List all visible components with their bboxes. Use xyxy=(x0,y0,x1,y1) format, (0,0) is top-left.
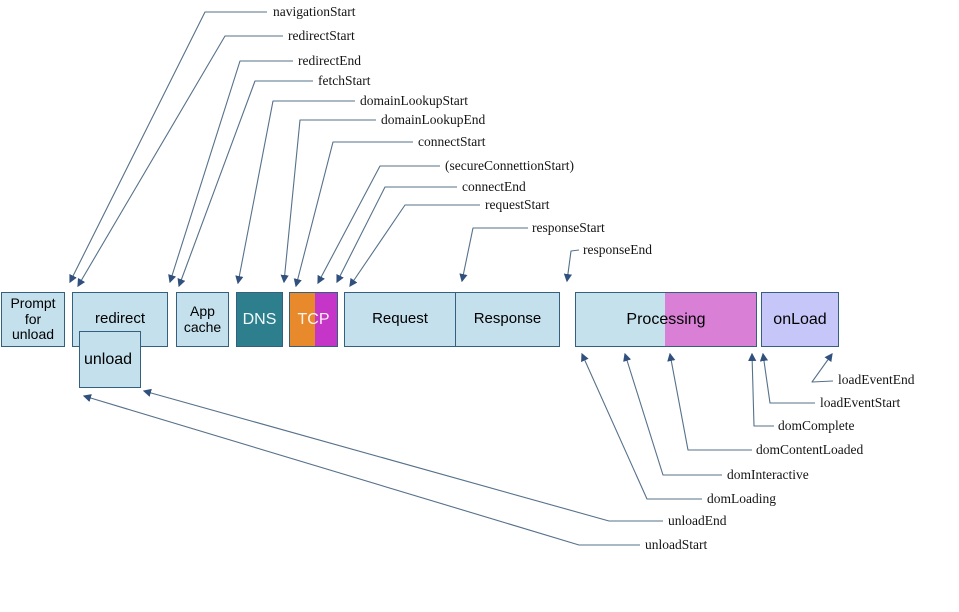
event-label-unloadEnd: unloadEnd xyxy=(668,513,727,528)
connector-domComplete xyxy=(748,352,774,427)
phase-label-request: Request xyxy=(372,310,428,328)
event-label-connectStart: connectStart xyxy=(418,134,486,149)
prompt-line-2: for xyxy=(24,310,42,327)
phase-box-prompt-for-unload: Prompt for unload xyxy=(1,292,65,347)
phase-box-app-cache: App cache xyxy=(176,292,229,347)
phase-box-processing: Processing xyxy=(575,292,757,347)
phase-label-unload: unload xyxy=(84,350,133,368)
event-label-redirectEnd: redirectEnd xyxy=(298,53,361,68)
event-label-responseStart: responseStart xyxy=(532,220,605,235)
event-label-unloadStart: unloadStart xyxy=(645,537,708,552)
connector-loadEventEnd xyxy=(811,352,834,383)
phase-box-request-response: Request Response xyxy=(344,292,560,347)
event-label-domainLookupStart: domainLookupStart xyxy=(360,93,468,108)
connector-navigationStart xyxy=(69,11,267,284)
prompt-line-1: Prompt xyxy=(10,294,56,311)
connector-responseStart xyxy=(459,227,528,283)
event-label-secureConnectionStart: (secureConnettionStart) xyxy=(445,158,574,173)
event-label-responseEnd: responseEnd xyxy=(583,242,652,257)
connector-requestStart xyxy=(349,204,480,288)
event-label-loadEventStart: loadEventStart xyxy=(820,395,901,410)
event-label-requestStart: requestStart xyxy=(485,197,550,212)
event-label-fetchStart: fetchStart xyxy=(318,73,371,88)
connector-redirectEnd xyxy=(168,60,293,284)
connector-fetchStart xyxy=(177,80,313,288)
prompt-line-3: unload xyxy=(11,326,55,343)
connector-secureConnectionStart xyxy=(317,165,440,285)
phase-box-dns: DNS xyxy=(236,292,283,347)
phase-box-request: Request xyxy=(345,293,455,346)
phase-box-unload: unload xyxy=(79,331,141,388)
event-label-domainLookupEnd: domainLookupEnd xyxy=(381,112,486,127)
connector-domainLookupEnd xyxy=(280,119,376,284)
phase-label-redirect: redirect xyxy=(94,310,146,328)
phase-label-dns: DNS xyxy=(242,310,277,328)
connector-domLoading xyxy=(581,352,702,500)
connector-unloadStart xyxy=(82,394,640,546)
phase-box-tcp: TCP xyxy=(289,292,338,347)
event-label-connectEnd: connectEnd xyxy=(462,179,526,194)
connector-loadEventStart xyxy=(759,352,815,404)
phase-label-app-cache: App cache xyxy=(183,302,222,335)
connector-redirectStart xyxy=(77,35,283,288)
event-label-domInteractive: domInteractive xyxy=(727,467,809,482)
event-label-loadEventEnd: loadEventEnd xyxy=(838,372,915,387)
connector-domContentLoaded xyxy=(667,352,752,451)
event-label-domComplete: domComplete xyxy=(778,418,855,433)
phase-label-onload: onLoad xyxy=(773,310,827,328)
phase-box-onload: onLoad xyxy=(761,292,839,347)
phase-box-response: Response xyxy=(455,293,559,346)
event-label-domLoading: domLoading xyxy=(707,491,776,506)
connector-domInteractive xyxy=(623,352,722,476)
event-label-redirectStart: redirectStart xyxy=(288,28,355,43)
connector-connectEnd xyxy=(336,186,457,284)
connector-domainLookupStart xyxy=(235,100,355,285)
event-label-navigationStart: navigationStart xyxy=(273,4,356,19)
connector-connectStart xyxy=(293,141,413,288)
phase-label-processing: Processing xyxy=(626,310,706,328)
phase-label-response: Response xyxy=(473,310,542,328)
connector-unloadEnd xyxy=(142,388,663,522)
phase-label-prompt-for-unload: Prompt for unload xyxy=(10,294,56,343)
connector-responseEnd xyxy=(563,249,580,283)
phase-label-tcp: TCP xyxy=(297,310,330,328)
event-label-domContentLoaded: domContentLoaded xyxy=(756,442,864,457)
appcache-line-1: App xyxy=(190,302,215,319)
appcache-line-2: cache xyxy=(183,318,222,335)
